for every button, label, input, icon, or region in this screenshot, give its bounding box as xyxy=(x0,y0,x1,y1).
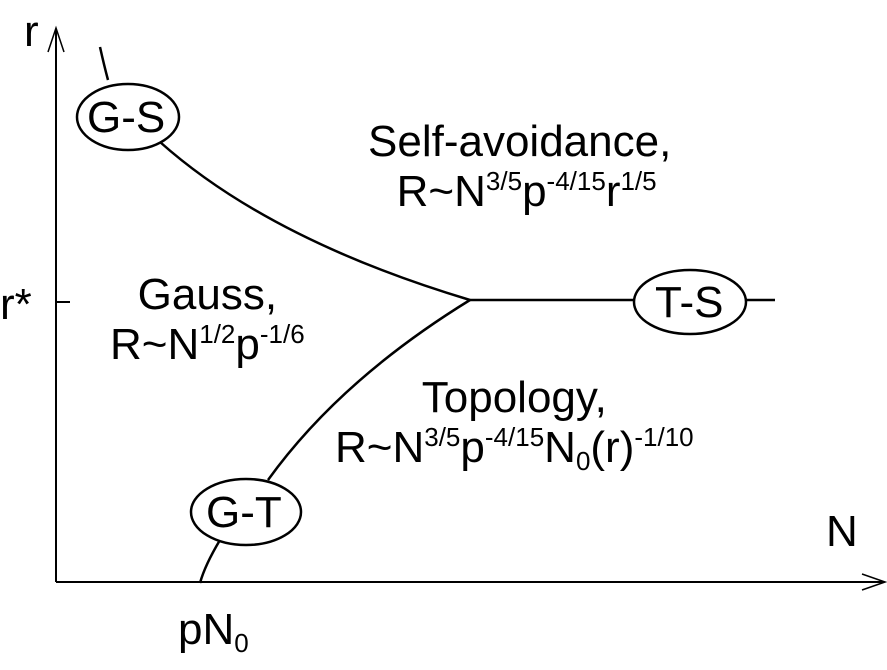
gauss-self-avoidance-boundary xyxy=(98,46,471,302)
gauss-topology-boundary xyxy=(198,298,471,584)
pn0-main: pN xyxy=(178,605,235,654)
self-avoidance-title: Self-avoidance, xyxy=(368,117,672,166)
ts-label: T-S xyxy=(655,278,724,327)
gs-label: G-S xyxy=(87,93,166,142)
pn0-label: pN0 xyxy=(178,605,249,657)
r-star-label: r* xyxy=(0,280,32,329)
gt-crossover-oval xyxy=(189,477,303,547)
gauss-formula: R~N1/2p-1/6 xyxy=(110,319,305,369)
gauss-region: Gauss, R~N1/2p-1/6 xyxy=(110,273,305,367)
topology-title: Topology, xyxy=(421,373,607,422)
y-axis-label: r xyxy=(24,7,39,56)
x-axis-arrowhead xyxy=(861,573,887,591)
y-axis-arrowhead xyxy=(47,25,65,53)
self-avoidance-region: Self-avoidance, R~N3/5p-4/15r1/5 xyxy=(368,120,671,214)
gauss-title: Gauss, xyxy=(137,270,278,319)
self-avoidance-formula: R~N3/5p-4/15r1/5 xyxy=(396,166,657,216)
topology-region: Topology, R~N3/5p-4/15N0(r)-1/10 xyxy=(335,373,694,476)
gs-crossover-oval xyxy=(75,82,181,152)
ts-crossover-oval xyxy=(632,268,748,336)
gt-label: G-T xyxy=(206,488,282,537)
x-axis-label: N xyxy=(826,507,858,556)
pn0-sub: 0 xyxy=(234,628,249,658)
topology-formula: R~N3/5p-4/15N0(r)-1/10 xyxy=(335,422,694,476)
